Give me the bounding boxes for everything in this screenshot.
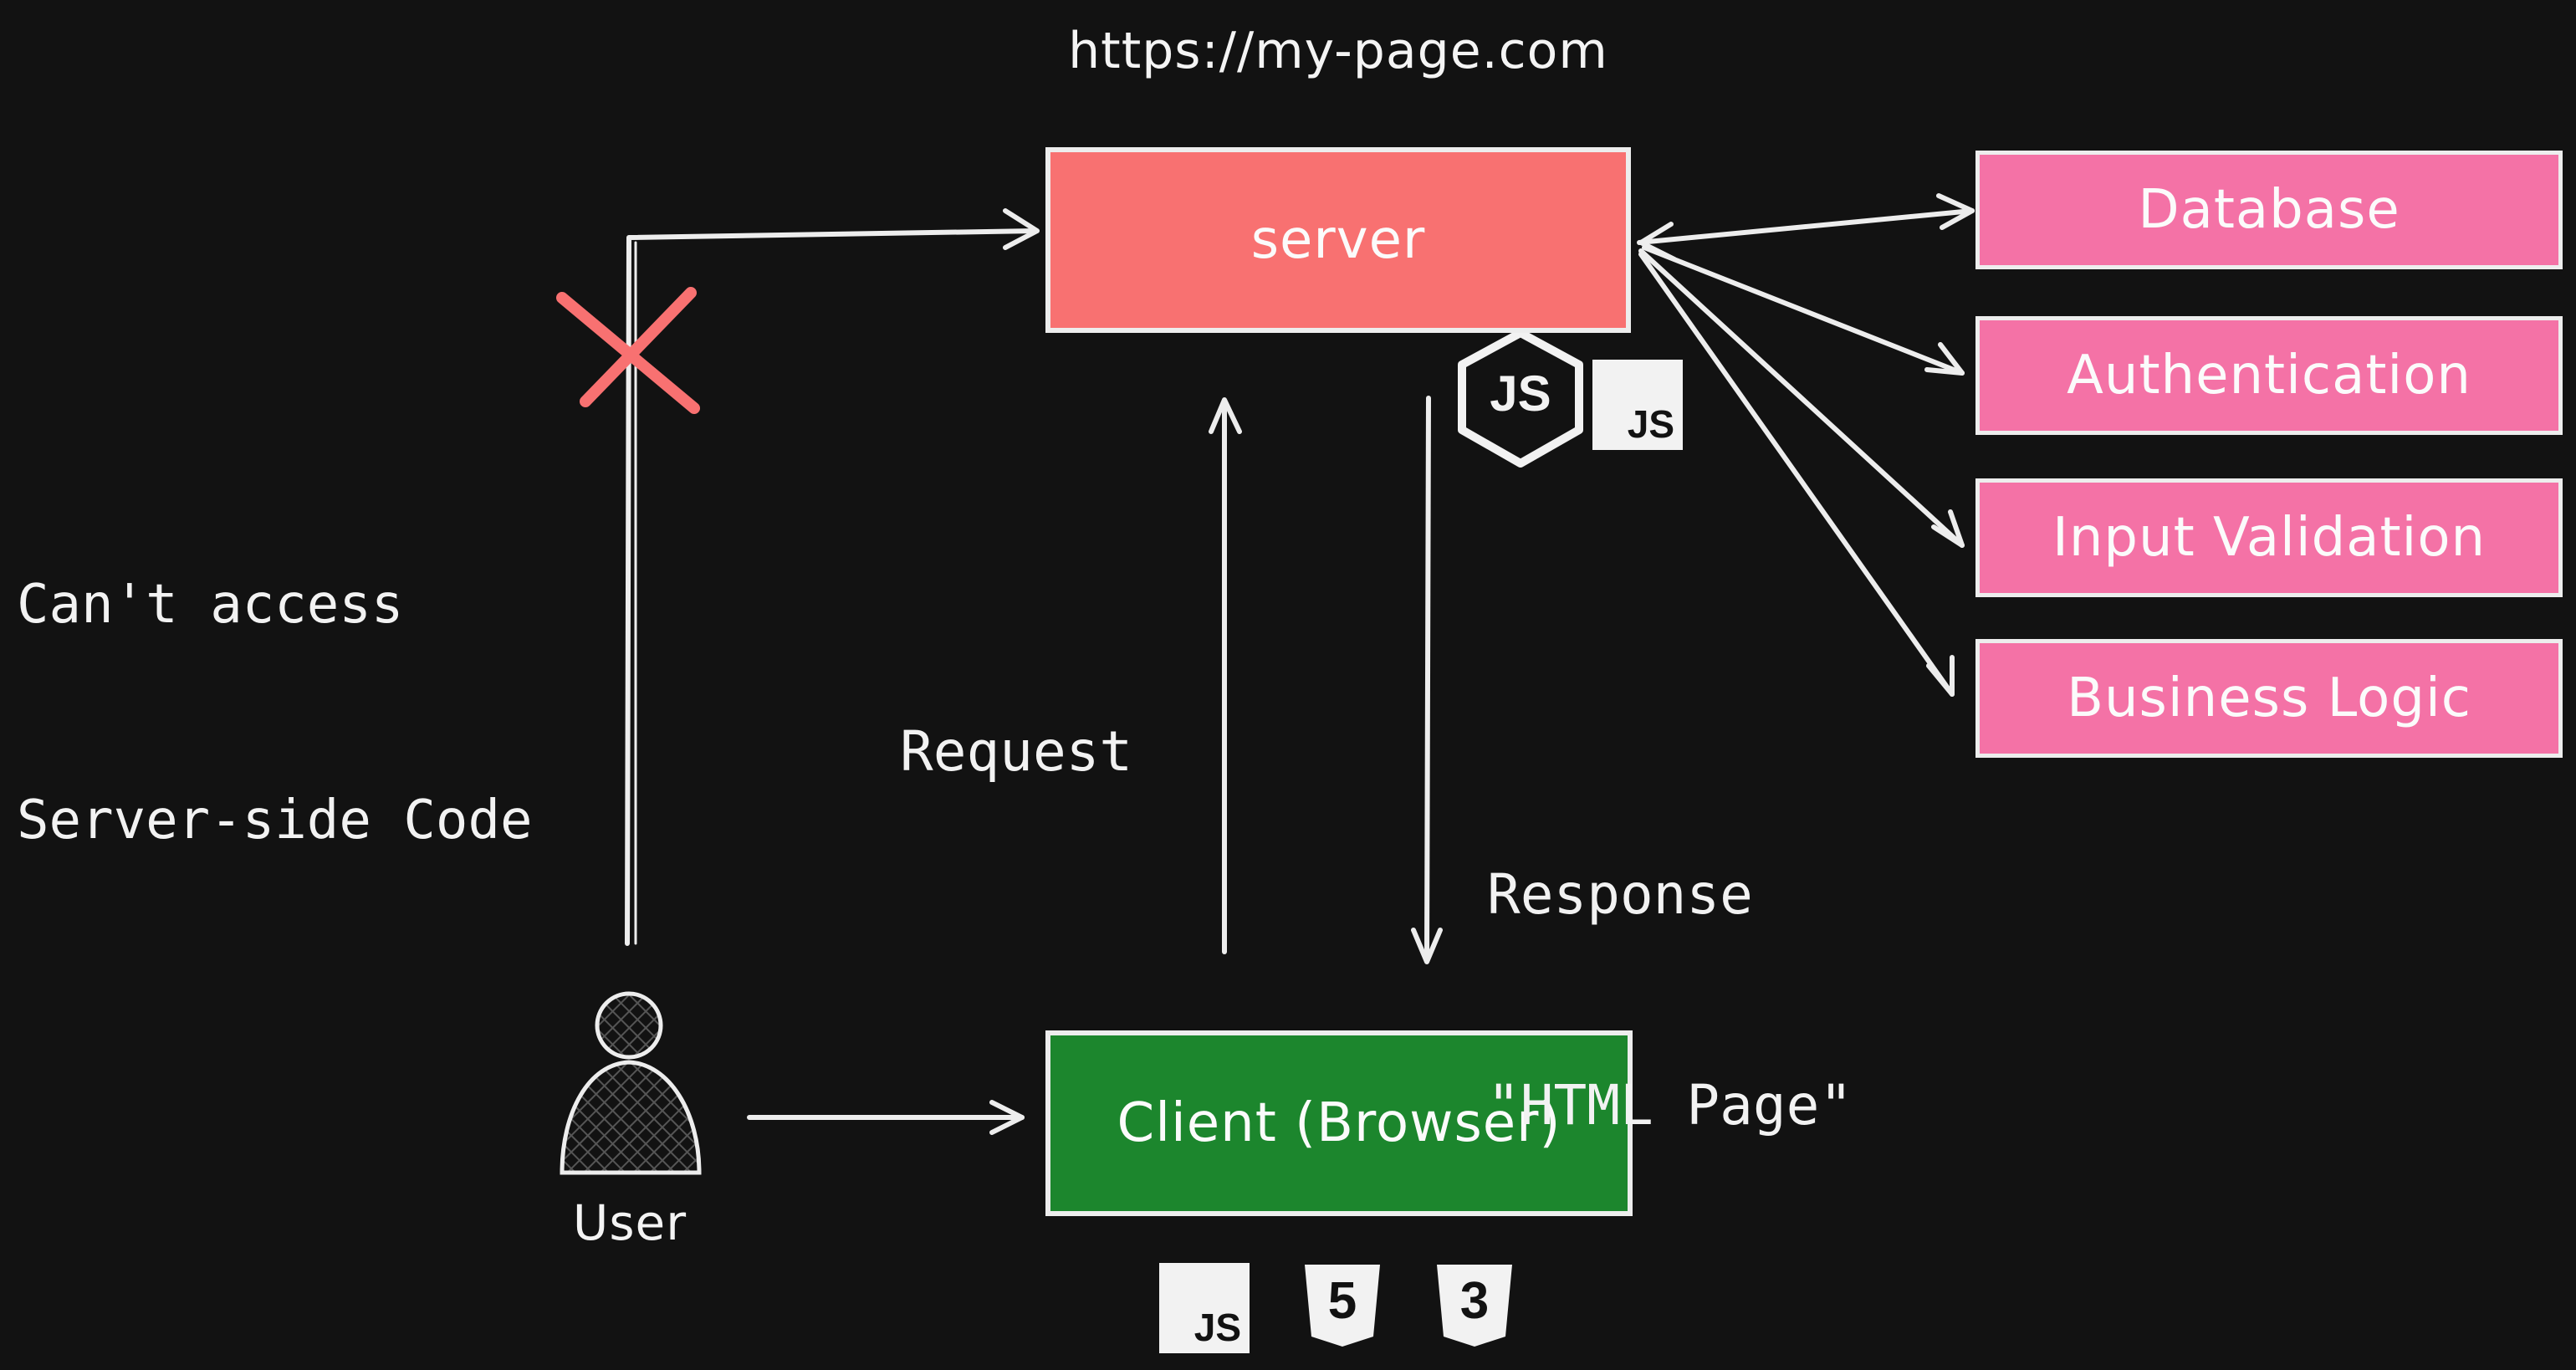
response-label: Response "HTML Page" bbox=[1487, 719, 1853, 1281]
no-access-line2: Server-side Code bbox=[17, 790, 533, 851]
server-label: server bbox=[1250, 209, 1426, 271]
css3-icon bbox=[1437, 1265, 1512, 1347]
no-access-note: Can't access Server-side Code bbox=[17, 425, 533, 1000]
request-label: Request bbox=[900, 719, 1133, 784]
request-arrow bbox=[1209, 397, 1242, 954]
javascript-badge-text: JS bbox=[1627, 402, 1674, 446]
client-node: Client (Browser) bbox=[1045, 1030, 1633, 1216]
response-line1: Response bbox=[1487, 862, 1753, 927]
service-label: Input Validation bbox=[2052, 507, 2487, 569]
server-to-services-arrows bbox=[1637, 193, 1975, 697]
javascript-icon: JS bbox=[1592, 360, 1683, 450]
service-label: Business Logic bbox=[2067, 667, 2471, 729]
user-label: User bbox=[572, 1194, 687, 1251]
css3-digit: 3 bbox=[1459, 1272, 1490, 1330]
server-node: server bbox=[1045, 147, 1631, 333]
service-database: Database bbox=[1975, 151, 2563, 269]
site-url: https://my-page.com bbox=[1068, 22, 1608, 80]
blocked-x-icon bbox=[556, 287, 700, 414]
response-arrow bbox=[1411, 396, 1443, 964]
html5-digit: 5 bbox=[1327, 1272, 1357, 1330]
client-label: Client (Browser) bbox=[1117, 1092, 1561, 1154]
html5-icon bbox=[1305, 1265, 1380, 1347]
service-business-logic: Business Logic bbox=[1975, 639, 2563, 758]
blocked-path-arrow bbox=[625, 228, 1038, 946]
nodejs-js-text: JS bbox=[1490, 366, 1551, 422]
user-to-client-arrow bbox=[747, 1100, 1025, 1135]
user-icon bbox=[560, 991, 702, 1175]
response-line2: "HTML Page" bbox=[1487, 1073, 1853, 1137]
service-input-validation: Input Validation bbox=[1975, 478, 2563, 597]
javascript-icon: JS bbox=[1159, 1263, 1250, 1353]
javascript-badge-text: JS bbox=[1193, 1306, 1241, 1349]
service-label: Database bbox=[2138, 179, 2400, 241]
service-authentication: Authentication bbox=[1975, 316, 2563, 435]
service-label: Authentication bbox=[2067, 345, 2471, 406]
nodejs-icon bbox=[1458, 329, 1583, 468]
no-access-line1: Can't access bbox=[17, 574, 404, 636]
